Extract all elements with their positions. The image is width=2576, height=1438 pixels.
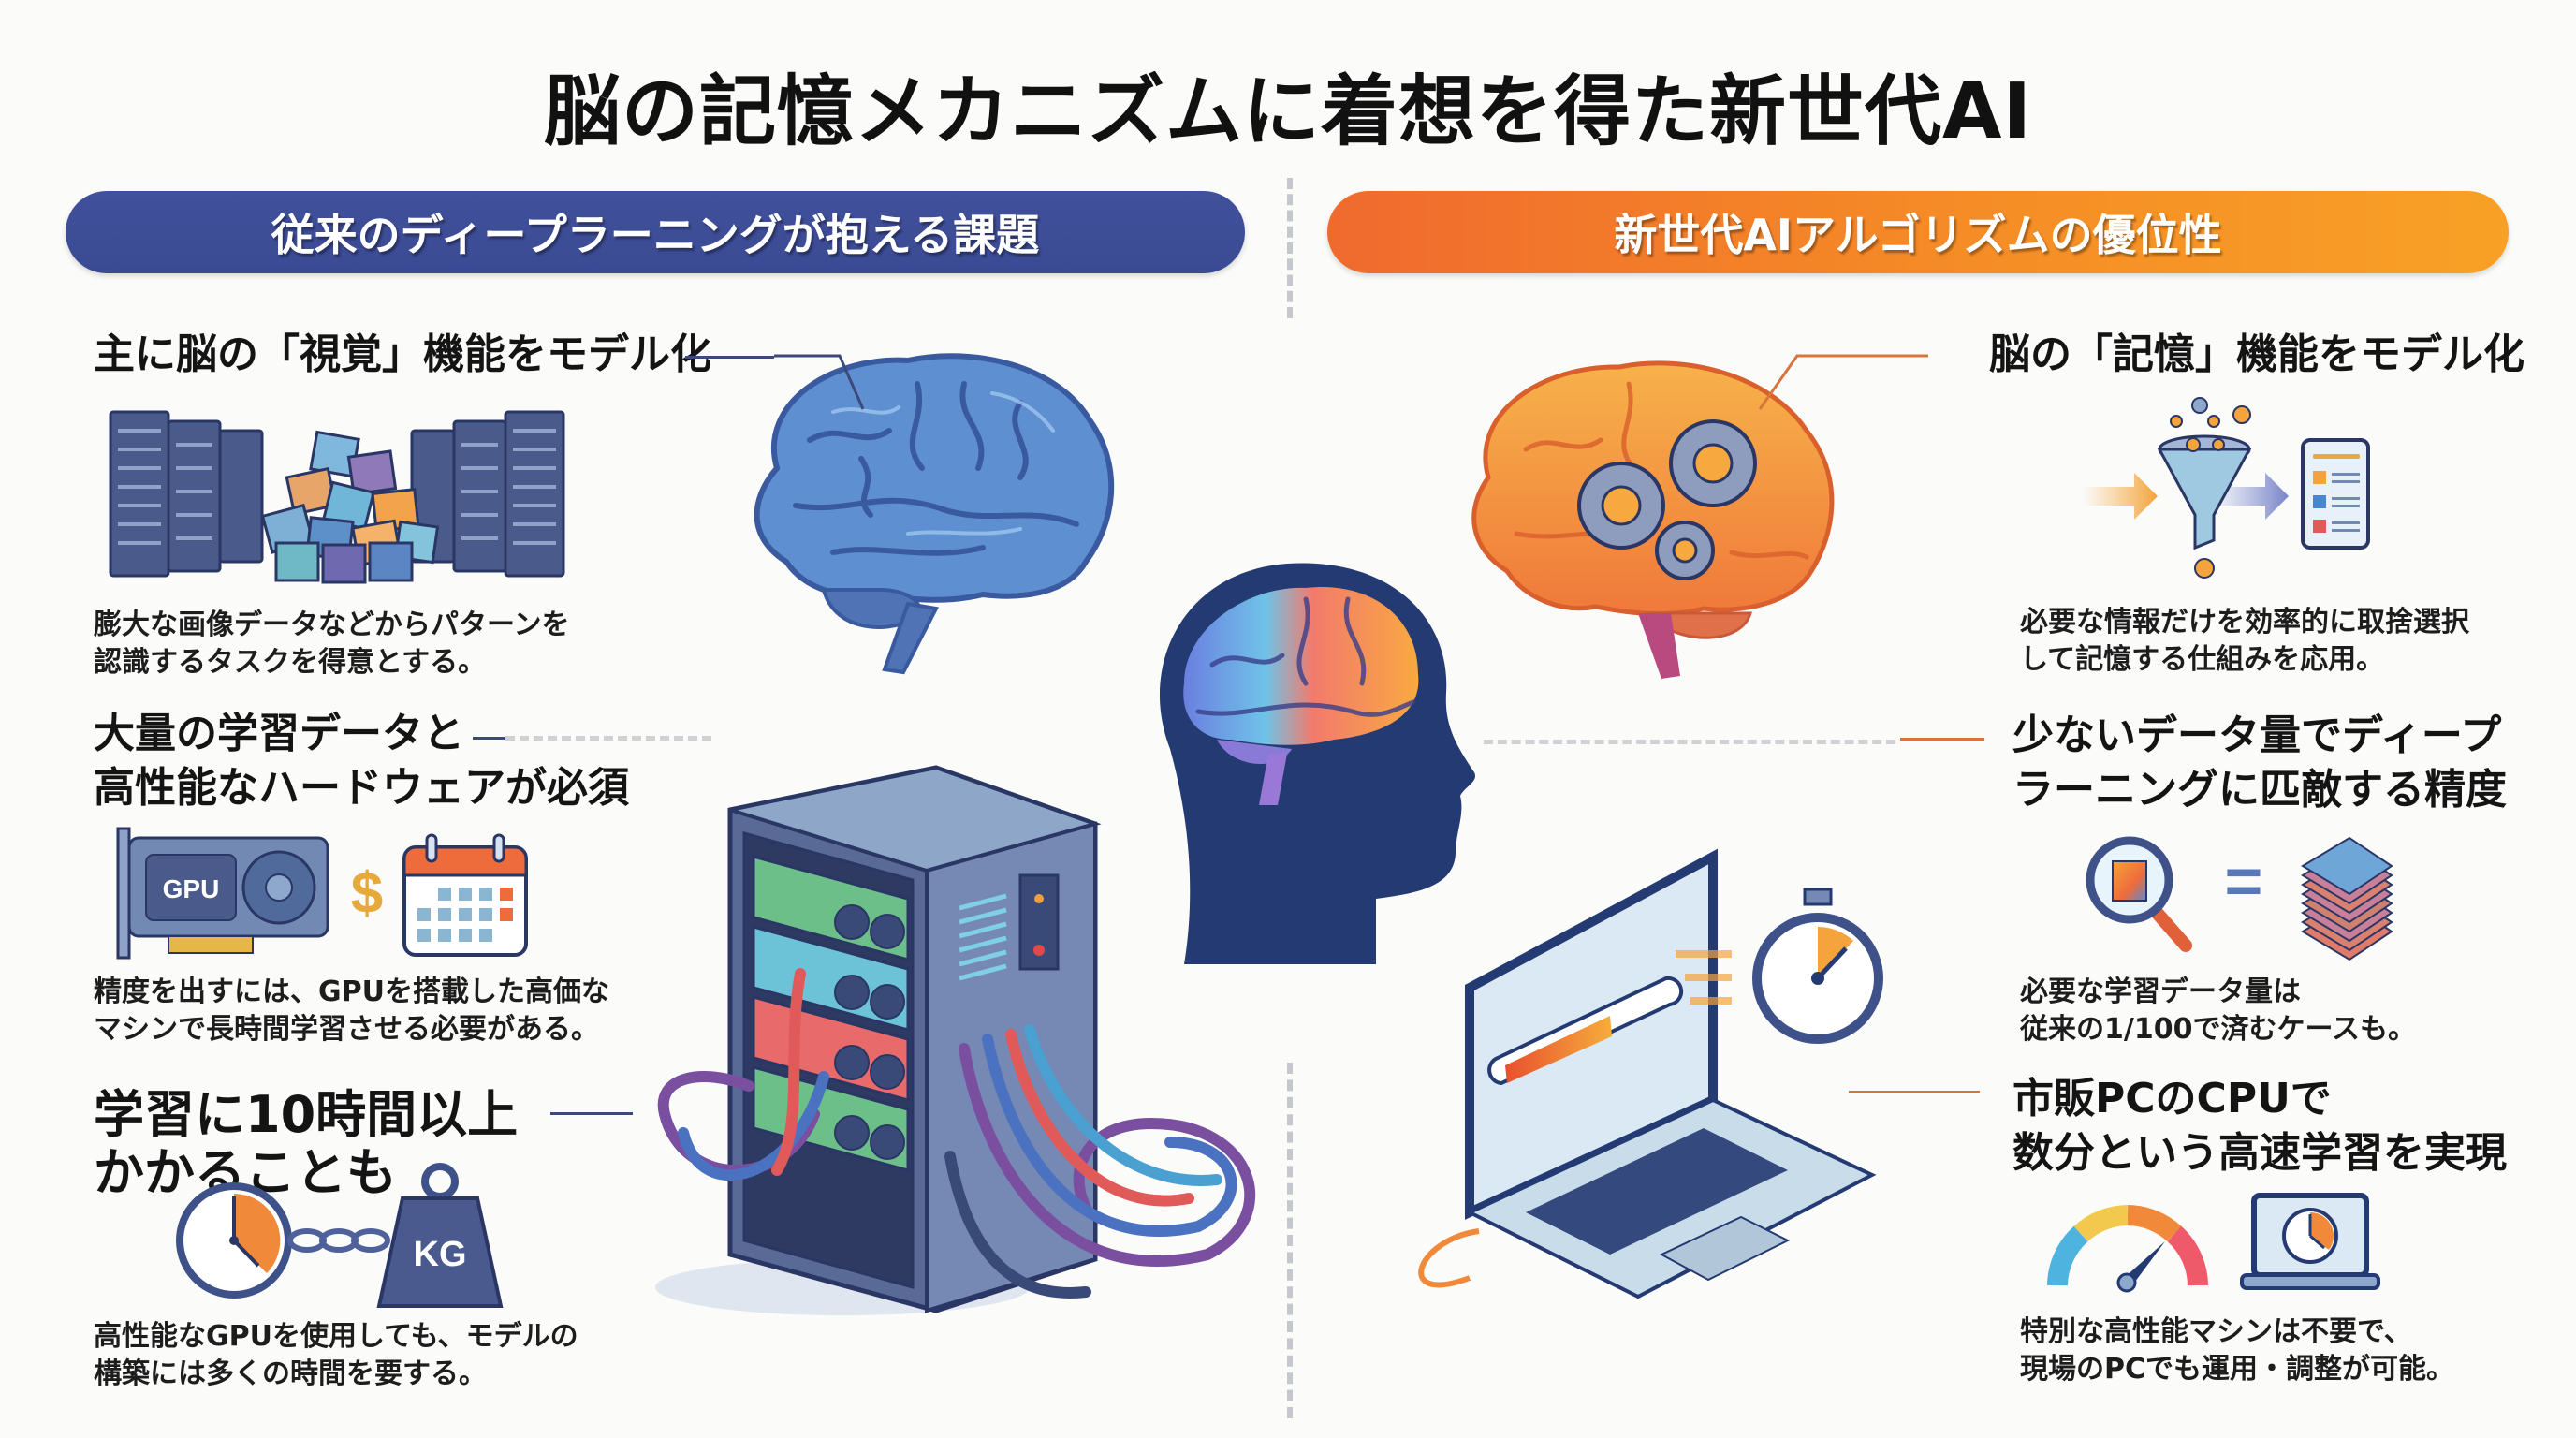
right-item-3-leader-line — [1849, 1091, 1980, 1093]
left-item-1-heading: 主に脳の「視覚」機能をモデル化 — [94, 330, 711, 378]
left-divider-dashed — [505, 736, 711, 741]
gpu-label: GPU — [163, 874, 220, 903]
leader-connector-right-brain — [1758, 354, 1928, 410]
right-item-2-description: 必要な学習データ量は 従来の1/100で済むケースも。 — [2020, 976, 2416, 1046]
svg-text:KG: KG — [414, 1235, 467, 1274]
equals-icon: = — [2225, 844, 2263, 917]
left-item-3-heading: 学習に10時間以上 かかることも — [94, 1085, 519, 1202]
left-section-header: 従来のディープラーニングが抱える課題 — [66, 191, 1245, 273]
speedometer-icon — [2047, 1205, 2208, 1293]
right-item-3-description: 特別な高性能マシンは不要で、 現場のPCでも運用・調整が可能。 — [2020, 1315, 2455, 1386]
server-tower-with-cables-icon — [655, 765, 1256, 1315]
left-item-2-leader-line — [473, 737, 505, 740]
orange-brain-gears-icon — [1471, 360, 1835, 679]
laptop-progress-stopwatch-icon — [1418, 848, 1883, 1299]
center-divider-bottom — [1287, 1063, 1293, 1418]
left-item-2-description: 精度を出すには、GPUを搭載した高価な マシンで長時間学習させる必要がある。 — [94, 976, 609, 1046]
svg-text:$: $ — [351, 861, 383, 926]
clock-chained-to-weight-icon: KG — [176, 1163, 504, 1308]
head-silhouette-gradient-brain-icon — [1159, 563, 1476, 964]
right-item-2-heading: 少ないデータ量でディープ ラーニングに匹敵する精度 — [2012, 712, 2507, 814]
dollar-icon: $ — [351, 861, 383, 926]
laptop-clock-icon — [2240, 1193, 2380, 1290]
right-divider-dashed — [1484, 740, 1895, 744]
server-racks-with-image-pile-icon — [109, 410, 565, 584]
left-item-1-description: 膨大な画像データなどからパターンを 認識するタスクを得意とする。 — [94, 609, 570, 679]
blue-brain-icon — [754, 353, 1115, 675]
calendar-icon — [402, 833, 528, 957]
left-item-3-description: 高性能なGPUを使用しても、モデルの 構築には多くの時間を要する。 — [94, 1320, 578, 1390]
gpu-card-icon: GPU — [116, 827, 329, 960]
funnel-to-document-icon — [2083, 397, 2370, 579]
left-item-2-heading: 大量の学習データと 高性能なハードウェアが必須 — [94, 710, 629, 812]
magnifier-equals-data-stack-icon: = — [2086, 836, 2393, 961]
right-section-header: 新世代AIアルゴリズムの優位性 — [1327, 191, 2509, 273]
page-title: 脳の記憶メカニズムに着想を得た新世代AI — [544, 67, 2032, 156]
left-item-3-leader-line — [550, 1112, 633, 1115]
right-item-2-leader-line — [1900, 738, 1984, 741]
center-divider-top — [1287, 178, 1293, 318]
right-item-1-heading: 脳の「記憶」機能をモデル化 — [1989, 330, 2525, 378]
left-item-1-leader-line — [685, 356, 774, 359]
right-item-1-description: 必要な情報だけを効率的に取捨選択 して記憶する仕組みを応用。 — [2020, 606, 2469, 676]
leader-connector-left-brain — [774, 354, 865, 410]
right-item-3-heading: 市販PCのCPUで 数分という高速学習を実現 — [2012, 1075, 2507, 1177]
